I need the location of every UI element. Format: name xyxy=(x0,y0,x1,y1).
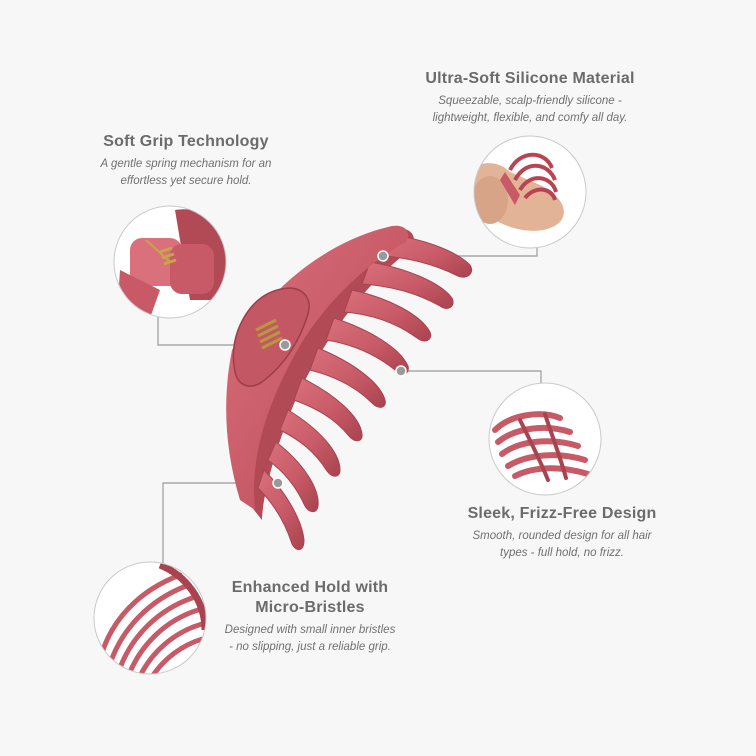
callout-silicone-title: Ultra-Soft Silicone Material xyxy=(425,70,635,87)
callout-hold-title-line2: Micro-Bristles xyxy=(255,599,365,616)
callout-silicone-line1: Squeezable, scalp-friendly silicone - xyxy=(438,95,622,107)
callout-soft-grip-line1: A gentle spring mechanism for an xyxy=(100,158,272,170)
callout-sleek-line1: Smooth, rounded design for all hair xyxy=(472,530,652,542)
callout-soft-grip: Soft Grip Technology A gentle spring mec… xyxy=(80,132,292,190)
callout-soft-grip-title: Soft Grip Technology xyxy=(103,133,269,150)
callout-sleek-title: Sleek, Frizz-Free Design xyxy=(467,505,657,522)
connector-dots xyxy=(272,250,407,489)
spring-mechanism xyxy=(255,318,283,350)
detail-circle-micro-bristles xyxy=(93,561,207,675)
callout-sleek: Sleek, Frizz-Free Design Smooth, rounded… xyxy=(440,504,684,562)
detail-circle-sleek xyxy=(488,382,602,496)
detail-circle-silicone xyxy=(473,135,587,249)
callout-hold-title-line1: Enhanced Hold with xyxy=(231,579,389,596)
callout-soft-grip-line2: effortless yet secure hold. xyxy=(120,175,252,187)
detail-circle-soft-grip xyxy=(113,205,227,319)
hair-claw-clip xyxy=(226,225,473,550)
callout-silicone-line2: lightweight, flexible, and comfy all day… xyxy=(432,112,628,124)
callout-hold-line1: Designed with small inner bristles xyxy=(224,624,396,636)
callout-hold: Enhanced Hold with Micro-Bristles Design… xyxy=(202,578,418,656)
callout-silicone: Ultra-Soft Silicone Material Squeezable,… xyxy=(400,69,660,127)
callout-hold-line2: - no slipping, just a reliable grip. xyxy=(229,641,391,653)
callout-sleek-line2: types - full hold, no frizz. xyxy=(500,547,624,559)
